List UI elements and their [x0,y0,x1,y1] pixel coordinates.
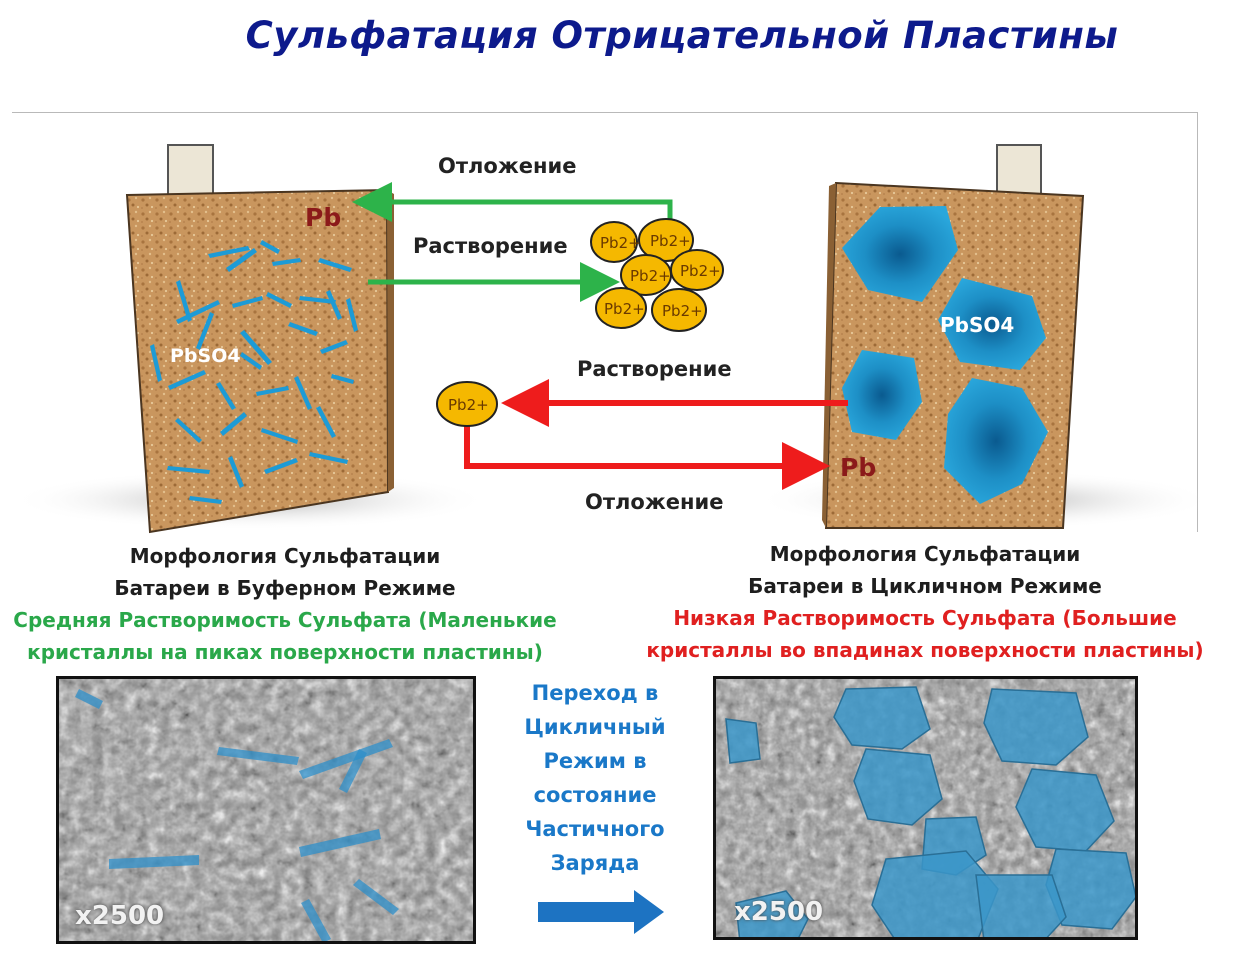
right-plate-pbso4-label: PbSO4 [940,313,1014,337]
caption-left-line1: Морфология Сульфатации [129,544,441,568]
caption-right-line2: Батареи в Цикличном Режиме [748,574,1102,598]
right-plate: PbSO4 Pb [822,144,1085,529]
red-arrows [464,379,848,490]
single-ion: Pb2+ [436,381,498,427]
micrograph-left: x2500 [56,676,476,944]
large-crystals [842,206,1048,504]
sulfation-diagram: Pb PbSO4 PbSO4 Pb Pb2+ Pb2+ Pb2 [10,144,1215,534]
transition-line4: состояние [533,783,657,807]
frame-top-line [12,112,1198,113]
label-dissolution-bottom: Растворение [577,357,732,381]
right-plate-tab [996,144,1042,198]
label-dissolution-top: Растворение [413,234,568,258]
left-plate-tab [167,144,214,198]
caption-right: Морфология Сульфатации Батареи в Цикличн… [645,538,1205,666]
small-crystals-overlay [75,689,399,941]
ion-3-label: Pb2+ [630,267,671,285]
ion-6-label: Pb2+ [662,302,703,320]
left-magnification-label: x2500 [75,901,165,931]
right-plate-pb-label: Pb [840,453,876,482]
caption-left: Морфология Сульфатации Батареи в Буферно… [10,540,560,668]
single-ion-label: Pb2+ [448,396,489,414]
green-arrows [352,182,673,302]
left-plate: Pb PbSO4 [125,144,394,534]
transition-line2: Цикличный [524,715,666,739]
caption-left-line4: кристаллы на пиках поверхности пластины) [27,640,543,664]
needle-crystals [150,240,358,504]
caption-right-line1: Морфология Сульфатации [769,542,1081,566]
transition-line1: Переход в [531,681,659,705]
ion-cluster: Pb2+ Pb2+ Pb2+ Pb2+ Pb2+ Pb2+ [590,218,724,332]
ion-5-label: Pb2+ [604,300,645,318]
transition-line5: Частичного [525,817,665,841]
ion-2-label: Pb2+ [650,232,691,250]
left-plate-pbso4-label: PbSO4 [170,345,241,367]
micrograph-right: x2500 [713,676,1138,940]
caption-left-line3: Средняя Растворимость Сульфата (Маленьки… [13,608,557,632]
frame-right-line [1197,112,1198,532]
caption-left-line2: Батареи в Буферном Режиме [114,576,456,600]
red-deposition-arrow [464,425,830,490]
right-magnification-label: x2500 [734,897,824,927]
label-deposition-bottom: Отложение [585,490,724,514]
ion-4-label: Pb2+ [680,262,721,280]
green-deposition-arrow [352,182,673,222]
caption-right-line4: кристаллы во впадинах поверхности пласти… [646,638,1204,662]
left-plate-pb-label: Pb [305,203,341,232]
transition-arrow-icon [538,890,664,934]
transition-text: Переход в Цикличный Режим в состояние Ча… [515,676,675,880]
label-deposition-top: Отложение [438,154,577,178]
ion-1-label: Pb2+ [600,234,641,252]
transition-line3: Режим в [543,749,647,773]
transition-line6: Заряда [550,851,640,875]
caption-right-line3: Низкая Растворимость Сульфата (Большие [673,606,1177,630]
page-title: Сульфатация Отрицательной Пластины [245,14,1119,57]
large-crystals-overlay [725,686,1135,937]
